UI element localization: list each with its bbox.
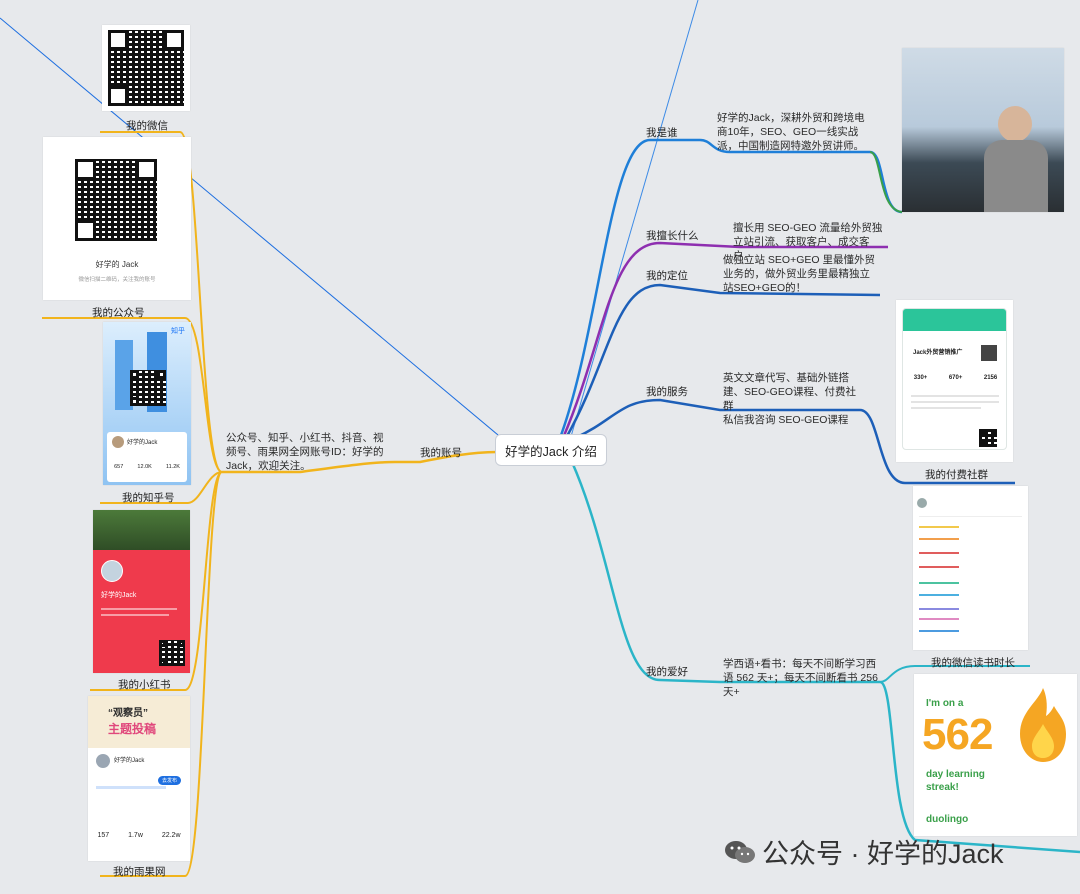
zhihu-stat: 657 xyxy=(114,464,124,470)
branch-label-account[interactable]: 我的账号 xyxy=(420,447,462,459)
branch-label-skill[interactable]: 我擅长什么 xyxy=(646,230,699,242)
avatar xyxy=(112,436,124,448)
duolingo-streak-card: I'm on a 562 day learning streak! duolin… xyxy=(914,674,1077,836)
branch-position-line xyxy=(564,283,881,439)
xhs-name: 好学的Jack xyxy=(101,592,137,599)
hobby-text: 学西语+看书：每天不间断学习西语 562 天+；每天不间断看书 256 天+ xyxy=(723,658,878,698)
position-text: 做独立站 SEO+GEO 里最懂外贸业务的，做外贸业务里最精独立站SEO+GEO… xyxy=(723,254,875,294)
avatar xyxy=(917,498,927,508)
yuguo-card: “观察员” 主题投稿 好学的Jack 去发布 157 1.7w 22.2w xyxy=(88,696,190,861)
who-text: 好学的Jack，深耕外贸和跨境电商10年，SEO、GEO一线实战派，中国制造网特… xyxy=(717,112,865,152)
streak-intro: I'm on a xyxy=(926,698,964,709)
xhs-card: 好学的Jack xyxy=(93,510,190,673)
qr-code-icon xyxy=(108,30,184,106)
service-text: 英文文章代写、基础外链搭建、SEO-GEO课程、付费社群 私信我咨询 SEO-G… xyxy=(723,372,857,426)
diagonal-line xyxy=(0,17,511,446)
community-label: 我的付费社群 xyxy=(925,469,988,481)
watermark-text: 公众号 · 好学的Jack xyxy=(762,839,1004,869)
streak-text: day learning streak! xyxy=(926,769,985,793)
photo xyxy=(93,510,190,550)
zhihu-stat: 11.2K xyxy=(165,464,180,470)
gzh-hint: 微信扫描二维码，关注我的账号 xyxy=(78,277,156,283)
person-body xyxy=(984,140,1048,212)
branch-label-position[interactable]: 我的定位 xyxy=(646,270,688,282)
yuguo-name: 好学的Jack xyxy=(114,758,145,764)
qr-code-icon xyxy=(159,640,185,666)
community-stat: 670+ xyxy=(948,375,963,381)
watermark: 公众号 · 好学的Jack xyxy=(724,832,1004,871)
streak-number: 562 xyxy=(922,710,993,759)
profile-photo xyxy=(902,48,1064,212)
zhihu-profile-box: 好学的Jack 657 12.0K 11.2K xyxy=(107,432,187,482)
person-head xyxy=(998,106,1032,142)
wechat-qr-card xyxy=(102,25,190,111)
branch-skill-line xyxy=(561,241,888,439)
wechat-reading-screenshot xyxy=(913,486,1028,650)
building-shape xyxy=(115,340,133,410)
branch-hobby-line xyxy=(570,461,1080,854)
yuguo-stat: 1.7w xyxy=(128,832,143,839)
branch-account-line xyxy=(222,450,498,474)
yuguo-label: 我的雨果网 xyxy=(113,866,166,878)
wechat-icon xyxy=(725,840,755,863)
gzh-qr-card: 好学的 Jack 微信扫描二维码，关注我的账号 xyxy=(43,137,191,300)
wechat-label: 我的微信 xyxy=(126,120,168,132)
community-stat: 2156 xyxy=(983,375,998,381)
branch-label-service[interactable]: 我的服务 xyxy=(646,386,688,398)
yuguo-stat: 22.2w xyxy=(161,832,181,839)
banner: “观察员” 主题投稿 xyxy=(88,696,190,748)
account-description: 公众号、知乎、小红书、抖音、视频号、雨果网全网账号ID：好学的Jack，欢迎关注… xyxy=(226,432,384,472)
thumbnail xyxy=(981,345,997,361)
community-stat: 330+ xyxy=(913,375,928,381)
community-card: Jack外贸营销推广 330+ 670+ 2156 xyxy=(896,300,1013,462)
qr-code-icon xyxy=(75,159,157,241)
branch-service-line xyxy=(574,398,1015,485)
community-title: Jack外贸营销推广 xyxy=(913,350,963,356)
avatar xyxy=(101,560,123,582)
qr-code-icon xyxy=(979,429,997,447)
yuguo-title2: 主题投稿 xyxy=(108,722,157,736)
branch-who-line xyxy=(558,138,903,439)
zhihu-stat: 12.0K xyxy=(137,464,152,470)
yuguo-title1: “观察员” xyxy=(108,708,148,719)
gzh-name: 好学的 Jack xyxy=(95,260,139,269)
diagonal-line xyxy=(569,0,699,441)
branch-label-hobby[interactable]: 我的爱好 xyxy=(646,666,688,678)
avatar xyxy=(96,754,110,768)
central-topic[interactable]: 好学的Jack 介绍 xyxy=(495,434,607,466)
yuguo-stat: 157 xyxy=(97,832,110,839)
branch-label-who[interactable]: 我是谁 xyxy=(646,127,678,139)
zhihu-name: 好学的Jack xyxy=(127,440,158,446)
duolingo-logo: duolingo xyxy=(926,814,969,825)
zhihu-label: 我的知乎号 xyxy=(122,492,175,504)
flame-icon xyxy=(1016,686,1070,764)
qr-code-icon xyxy=(130,370,166,406)
publish-button[interactable]: 去发布 xyxy=(158,776,182,785)
xhs-label: 我的小红书 xyxy=(118,679,171,691)
zhihu-brand: 知乎 xyxy=(171,328,185,335)
gzh-label: 我的公众号 xyxy=(92,307,145,319)
zhihu-card: 知乎 好学的Jack 657 12.0K 11.2K xyxy=(103,322,191,485)
skill-text: 擅长用 SEO-GEO 流量给外贸独立站引流、获取客户、成交客户。 xyxy=(733,222,883,262)
reading-label: 我的微信读书时长 xyxy=(931,657,1015,669)
